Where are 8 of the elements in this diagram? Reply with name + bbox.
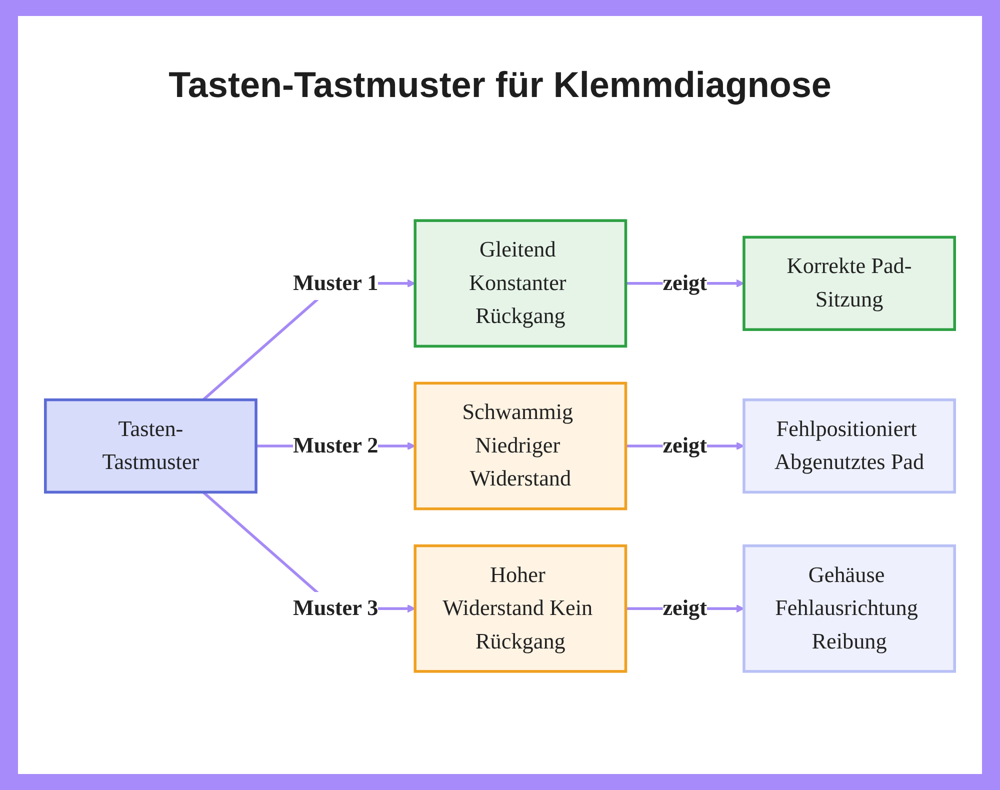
process-box: Gleitend Konstanter Rückgang	[414, 219, 628, 348]
process-box: Hoher Widerstand Kein Rückgang	[414, 544, 628, 673]
process-box: Tasten-Tastmuster	[44, 398, 258, 494]
process-box: Fehlpositioniert Abgenutztes Pad	[742, 398, 956, 494]
process-box: Gehäuse Fehlausrichtung Reibung	[742, 544, 956, 673]
process-box: Korrekte Pad-Sitzung	[742, 236, 956, 331]
process-box: Schwammig Niedriger Widerstand	[414, 382, 628, 510]
diagram-title: Tasten-Tastmuster für Klemmdiagnose	[168, 64, 832, 106]
